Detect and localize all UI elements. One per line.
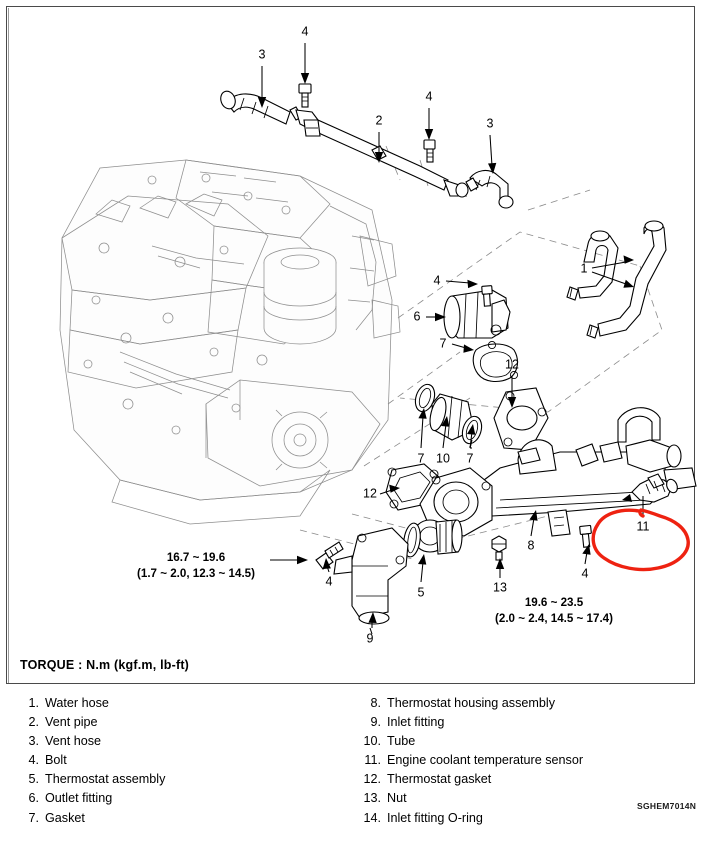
legend-item-number: 1. xyxy=(28,696,39,710)
part-thermostat-assembly xyxy=(403,519,463,558)
legend-item: 5. Thermostat assembly xyxy=(16,770,165,789)
part-bolt-mid-top xyxy=(423,139,436,163)
legend-item-label: Thermostat assembly xyxy=(45,772,166,787)
legend-right-column: 8. Thermostat housing assembly 9. Inlet fit… xyxy=(358,694,583,828)
legend-item-label: Tube xyxy=(387,734,416,749)
torque-spec-2: 19.6 ~ 23.5 (2.0 ~ 2.4, 14.5 ~ 17.4) xyxy=(495,595,613,626)
torque-spec-1-primary: 16.7 ~ 19.6 xyxy=(166,551,226,564)
legend-item-label: Thermostat gasket xyxy=(387,772,492,787)
legend-item-label: Bolt xyxy=(45,753,67,768)
part-outlet-fitting xyxy=(443,289,511,339)
exploded-view-artwork xyxy=(59,43,697,635)
torque-spec-2-secondary: (2.0 ~ 2.4, 14.5 ~ 17.4) xyxy=(495,611,613,625)
torque-header-label: TORQUE : N.m (kgf.m, lb-ft) xyxy=(20,658,190,672)
part-water-hoses xyxy=(566,220,667,339)
legend-item: 9. Inlet fitting xyxy=(358,713,583,732)
callout-11-sensor: 11 xyxy=(636,519,650,534)
callout-4-right: 4 xyxy=(581,566,589,581)
callout-12-upper: 12 xyxy=(505,357,519,372)
part-bolt-outlet xyxy=(481,285,493,307)
callout-6-outlet: 6 xyxy=(413,309,421,324)
part-vent-hose-top-right xyxy=(465,169,514,209)
legend-item: 12. Thermostat gasket xyxy=(358,770,583,789)
torque-spec-1: 16.7 ~ 19.6 (1.7 ~ 2.0, 12.3 ~ 14.5) xyxy=(137,550,255,581)
legend-item-number: 10. xyxy=(363,734,381,749)
callout-5-thermostat: 5 xyxy=(417,585,425,600)
legend-item: 7. Gasket xyxy=(16,809,165,828)
legend-item: 6. Outlet fitting xyxy=(16,789,165,808)
part-nut xyxy=(491,535,507,561)
callout-7-right: 7 xyxy=(466,451,474,466)
legend-item-label: Vent pipe xyxy=(45,715,98,730)
torque-spec-1-secondary: (1.7 ~ 2.0, 12.3 ~ 14.5) xyxy=(137,566,255,580)
legend-item-label: Inlet fitting xyxy=(387,715,445,730)
legend-item: 1. Water hose xyxy=(16,694,165,713)
legend-item-number: 8. xyxy=(370,696,381,710)
part-bolt-right xyxy=(579,524,592,548)
torque-spec-2-primary: 19.6 ~ 23.5 xyxy=(524,596,584,609)
callout-12-lower: 12 xyxy=(363,486,377,501)
part-vent-hose-top-left xyxy=(220,90,303,125)
legend-item-number: 11. xyxy=(364,753,381,768)
drawing-code-label: SGHEM7014N xyxy=(637,801,697,811)
callout-9-inlet: 9 xyxy=(366,631,374,646)
legend-item: 10. Tube xyxy=(358,732,583,751)
part-coolant-temperature-sensor xyxy=(622,473,678,503)
red-annotation-circle xyxy=(591,508,690,572)
callout-4-outlet: 4 xyxy=(433,273,441,288)
part-thermostat-housing-assembly xyxy=(419,407,697,537)
engine-block-illustration xyxy=(59,159,401,525)
callout-2-vent-pipe: 2 xyxy=(375,113,383,128)
legend-item-label: Vent hose xyxy=(45,734,102,749)
legend-item-label: Engine coolant temperature sensor xyxy=(387,753,584,768)
legend-item-label: Inlet fitting O-ring xyxy=(387,810,483,825)
part-tube-and-orings xyxy=(414,383,483,445)
legend-item-number: 7. xyxy=(28,810,39,825)
part-vent-pipe xyxy=(295,109,469,198)
legend-left-column: 1. Water hose 2. Vent pipe 3. Vent hose 4. Bolt… xyxy=(16,694,165,828)
callout-4-top: 4 xyxy=(301,24,309,39)
part-bolt-top xyxy=(298,83,312,108)
legend-item-number: 13. xyxy=(363,791,381,806)
part-gasket-outlet xyxy=(472,340,519,383)
legend-item-label: Outlet fitting xyxy=(45,791,113,806)
parts-legend: 1. Water hose 2. Vent pipe 3. Vent hose 4. Bolt… xyxy=(0,694,719,825)
legend-item-number: 3. xyxy=(28,734,39,749)
legend-item-number: 6. xyxy=(28,791,39,806)
legend-item: 2. Vent pipe xyxy=(16,713,165,732)
callout-3-top-left: 3 xyxy=(258,47,266,62)
legend-item-number: 4. xyxy=(28,753,39,768)
legend-item-number: 12. xyxy=(363,772,381,787)
legend-item: 11. Engine coolant temperature sensor xyxy=(358,751,583,770)
legend-item-label: Thermostat housing assembly xyxy=(387,696,555,710)
part-bolt-lower-left xyxy=(315,541,344,570)
callout-7-left: 7 xyxy=(417,451,425,466)
legend-item: 14. Inlet fitting O-ring xyxy=(358,809,583,828)
callout-13-nut: 13 xyxy=(493,580,507,595)
legend-item-label: Gasket xyxy=(45,810,85,825)
callout-3-top-right: 3 xyxy=(486,116,494,131)
part-inlet-fitting xyxy=(333,527,409,625)
legend-item-number: 2. xyxy=(28,715,39,730)
legend-item: 13. Nut xyxy=(358,789,583,808)
part-thermostat-gasket-upper xyxy=(493,387,549,451)
legend-item: 4. Bolt xyxy=(16,751,165,770)
legend-item-label: Water hose xyxy=(45,696,109,710)
callout-leader-lines xyxy=(257,43,644,635)
legend-item-label: Nut xyxy=(387,791,407,806)
callout-8-housing: 8 xyxy=(527,538,535,553)
legend-item-number: 14. xyxy=(363,810,381,825)
legend-item: 8. Thermostat housing assembly xyxy=(358,694,583,713)
callout-1-water-hose: 1 xyxy=(580,261,588,276)
callout-4-mid-top: 4 xyxy=(425,89,433,104)
callout-10-tube: 10 xyxy=(436,451,450,466)
callout-7-outlet: 7 xyxy=(439,336,447,351)
legend-item-number: 9. xyxy=(370,715,381,730)
legend-item: 3. Vent hose xyxy=(16,732,165,751)
callout-4-lower-left: 4 xyxy=(325,574,333,589)
legend-item-number: 5. xyxy=(28,772,39,787)
